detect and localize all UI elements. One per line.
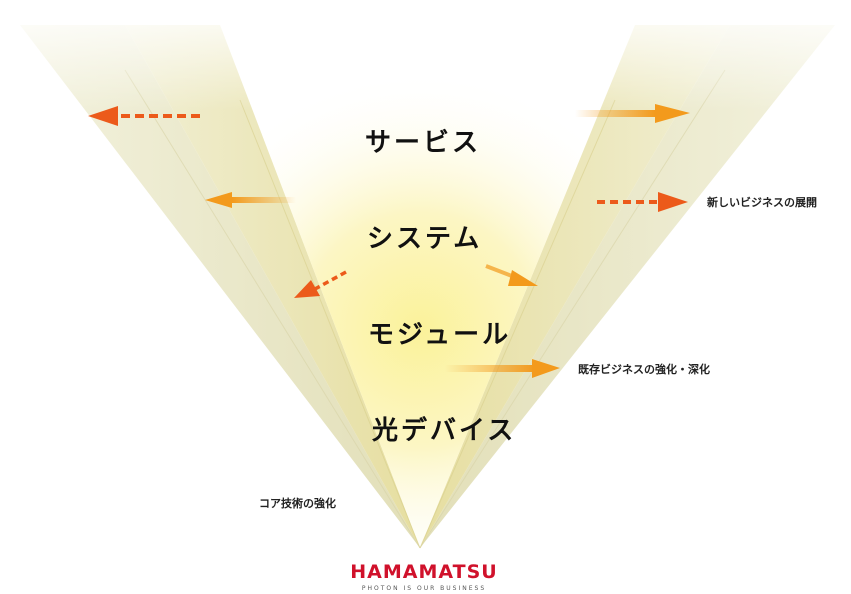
band-edge xyxy=(239,99,421,549)
right-inner-band xyxy=(420,25,730,548)
left-outer-band xyxy=(20,25,420,548)
right-outer-band xyxy=(420,25,835,548)
arrow-left-mid xyxy=(205,192,296,208)
layer-label-service: サービス xyxy=(365,128,482,158)
note-new-business: 新しいビジネスの展開 xyxy=(707,196,817,209)
brand-logo: HAMAMATSU xyxy=(350,561,498,583)
note-existing-business: 既存ビジネスの強化・深化 xyxy=(578,363,710,376)
arrow-right-low xyxy=(445,359,560,378)
core-area xyxy=(220,25,635,548)
arrow-diagonal-left-dashed xyxy=(294,270,347,298)
note-core-tech: コア技術の強化 xyxy=(259,497,336,510)
top-fade xyxy=(0,0,851,110)
arrow-right-top xyxy=(575,104,690,123)
band-edge xyxy=(419,69,726,549)
layer-label-system: システム xyxy=(367,224,483,254)
band-edge xyxy=(419,99,616,549)
brand-tagline: PHOTON IS OUR BUSINESS xyxy=(361,585,487,592)
arrow-diagonal-right xyxy=(485,264,538,286)
arrow-left-top-dashed xyxy=(88,106,200,126)
band-edge xyxy=(124,69,421,549)
arrow-right-mid-dashed xyxy=(597,192,688,212)
left-inner-band xyxy=(125,25,420,548)
layer-label-module: モジュール xyxy=(368,320,512,350)
layer-label-device: 光デバイス xyxy=(372,416,517,446)
